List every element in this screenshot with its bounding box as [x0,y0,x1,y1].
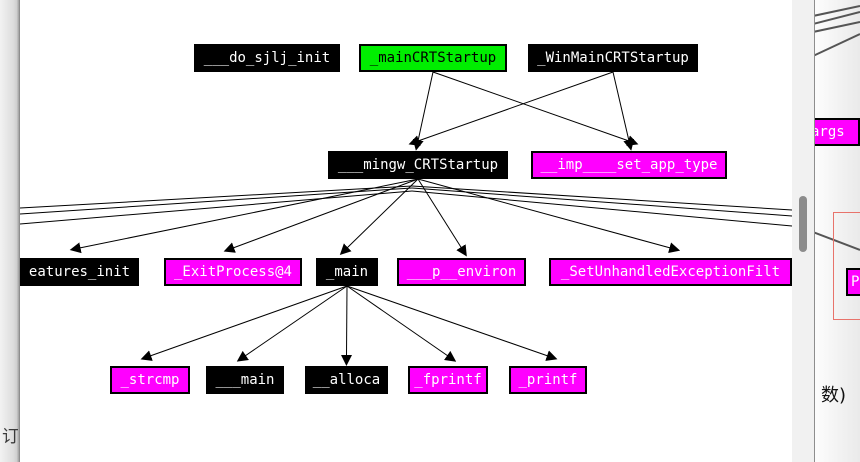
graph-edge [346,285,558,361]
graph-node-eatures_init[interactable]: eatures_init [20,258,139,286]
graph-node-___main[interactable]: ___main [206,366,284,394]
graph-edge [432,71,639,146]
graph-edge [417,178,681,254]
graph-edge [412,71,434,151]
graph-edge [69,178,419,254]
graph-node-imp_set_app_type[interactable]: __imp____set_app_type [531,151,727,179]
call-graph-canvas[interactable]: ___do_sjlj_init _mainCRTStartup _WinMainCR… [20,0,792,462]
graph-edge [223,178,419,253]
graph-edge [612,71,635,151]
graph-edge [341,285,353,366]
secondary-highlight-rect [833,212,860,320]
graph-edge [417,178,467,257]
vertical-scrollbar-thumb[interactable] [799,196,807,252]
graph-node-printf[interactable]: _printf [509,366,587,394]
secondary-panel-caption: 数) [821,385,847,406]
graph-edge [339,178,419,255]
graph-node-fprintf[interactable]: _fprintf [408,366,488,394]
graph-node-do_sjlj_init[interactable]: ___do_sjlj_init [194,44,340,72]
left-panel-strip [0,0,19,462]
graph-node-WinMainCRTStartup[interactable]: _WinMainCRTStartup [528,44,698,72]
graph-edge [140,285,348,361]
graph-node-strcmp[interactable]: _strcmp [110,366,190,394]
graph-node-mingw_CRTStartup[interactable]: ___mingw_CRTStartup [328,151,508,179]
secondary-node-args[interactable]: args [815,118,860,146]
panel-separator [814,0,815,462]
graph-edge [346,285,457,362]
secondary-node-p[interactable]: P [846,268,860,296]
graph-edge [408,71,614,146]
graph-node-mainCRTStartup[interactable]: _mainCRTStartup [359,44,507,72]
secondary-graph-edges [815,5,860,251]
left-panel-divider [19,0,20,462]
graph-node-main[interactable]: _main [316,258,378,286]
graph-node-p_environ[interactable]: ___p__environ [397,258,526,286]
graph-node-ExitProcess[interactable]: _ExitProcess@4 [164,258,302,286]
secondary-graph-panel[interactable]: args P 数) [815,0,860,462]
left-panel-glyph: 订 [2,427,18,447]
offscreen-edges [20,185,792,227]
vertical-scrollbar-track[interactable] [792,0,814,462]
graph-node-SetUnhandledExceptionFilt[interactable]: _SetUnhandledExceptionFilt [549,258,792,286]
graph-node-alloca[interactable]: __alloca [305,366,388,394]
graph-edge [236,285,348,362]
graph-edges [20,71,792,366]
